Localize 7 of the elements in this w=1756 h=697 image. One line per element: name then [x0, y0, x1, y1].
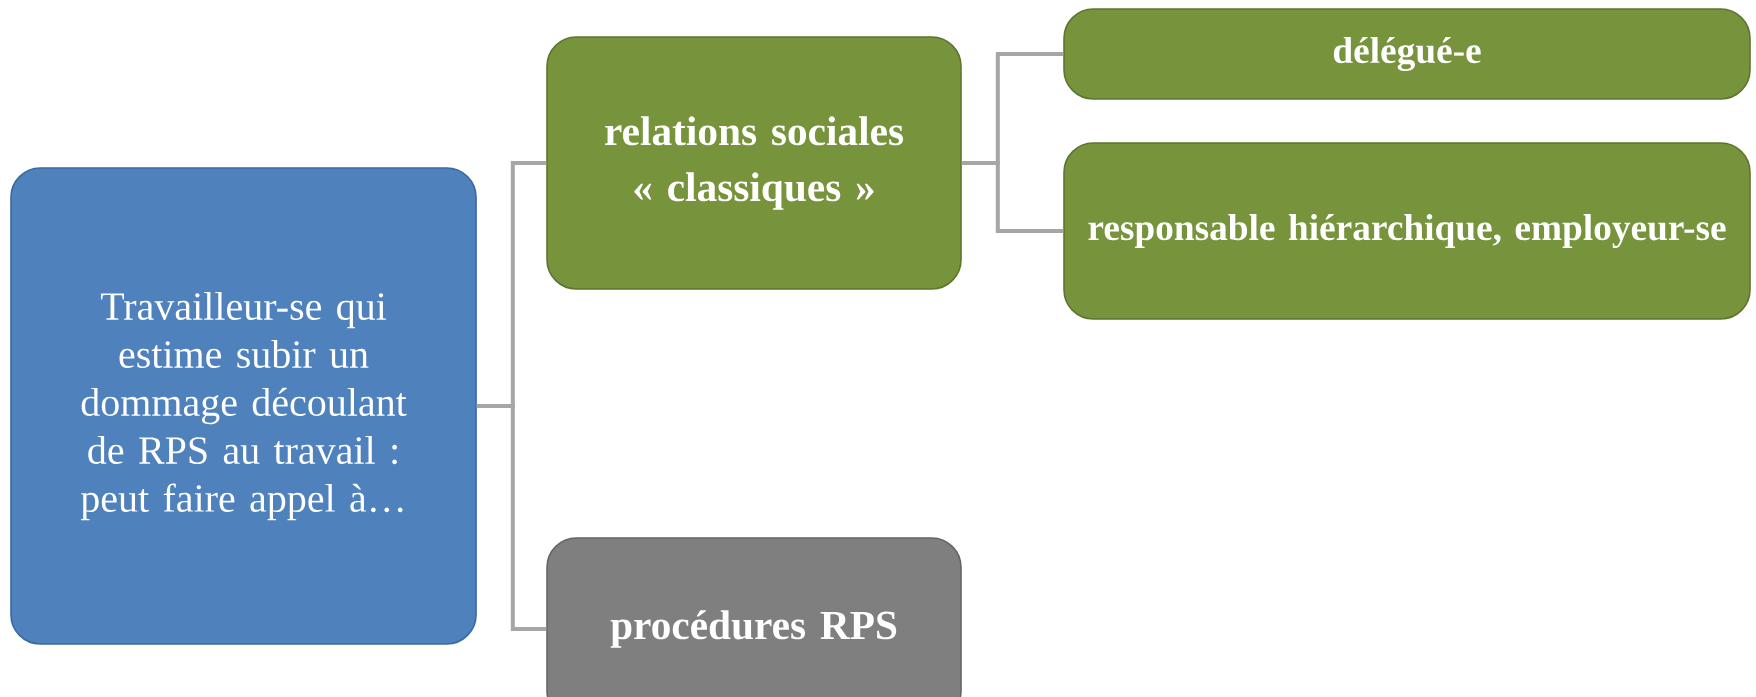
category-box: procédures RPS [546, 537, 962, 697]
connector-line [961, 161, 1064, 233]
item-box: responsable hiérarchique, employeur-se [1063, 142, 1751, 320]
item-box: délégué-e [1063, 8, 1751, 100]
connector-line [476, 404, 547, 631]
topic-box: Travailleur-se qui estime subir un dommage découlant de RPS au travail : peut faire appel à… [10, 167, 477, 645]
category-box: relations sociales « classiques » [546, 36, 962, 290]
